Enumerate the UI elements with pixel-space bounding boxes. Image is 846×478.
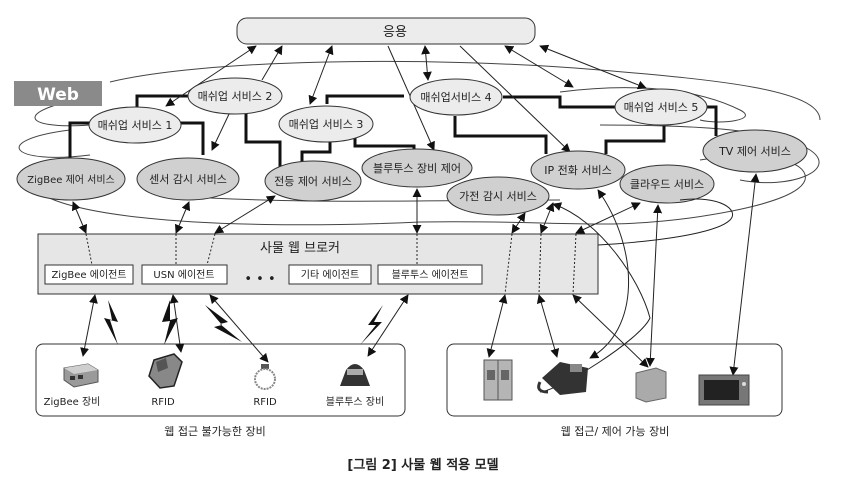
agent-other-label: 기타 에이전트 [301, 269, 359, 281]
broker-label: 사물 웹 브로커 [260, 241, 340, 256]
zigbee-device-label: ZigBee 장비 [44, 396, 101, 408]
mashup-service-3[interactable]: 매쉬업 서비스 3 [278, 105, 374, 143]
rfid-reader-icon [148, 353, 183, 389]
mashup-4-label: 매쉬업서비스 4 [420, 91, 491, 104]
service-ip-label: IP 전화 서비스 [544, 164, 611, 177]
bluetooth-device-icon [340, 364, 370, 386]
rfid-label-1: RFID [151, 397, 175, 408]
bluetooth-device-label: 블루투스 장비 [326, 396, 384, 408]
services: ZigBee 제어 서비스 센서 감시 서비스 전등 제어 서비스 블루투스 장… [16, 129, 808, 216]
broker-dotted-links [85, 233, 577, 295]
light-bulb-icon [254, 364, 276, 390]
figure-caption: [그림 2] 사물 웹 적용 모델 [347, 457, 498, 473]
mashup-3-label: 매쉬업 서비스 3 [289, 118, 364, 131]
agent-bluetooth[interactable]: 블루투스 에이전트 [377, 264, 483, 285]
mashup-service-5[interactable]: 매쉬업 서비스 5 [614, 88, 708, 126]
service-zigbee-control[interactable]: ZigBee 제어 서비스 [16, 157, 126, 201]
mashup-services: 매쉬업 서비스 1 매쉬업 서비스 2 매쉬업 서비스 3 매쉬업서비스 4 매… [88, 77, 708, 144]
application-box [236, 17, 536, 45]
rfid-label-2: RFID [253, 397, 277, 408]
service-appliance-label: 가전 감시 서비스 [459, 190, 537, 203]
agent-zigbee-label: ZigBee 에이전트 [51, 269, 126, 281]
service-bluetooth-label: 블루투스 장비 제어 [373, 162, 461, 175]
refrigerator-device[interactable] [483, 359, 513, 401]
agent-zigbee[interactable]: ZigBee 에이전트 [44, 264, 134, 285]
bluetooth-device[interactable]: 블루투스 장비 [326, 364, 384, 408]
service-cloud-label: 클라우드 서비스 [630, 178, 704, 191]
rfid-reader-device[interactable]: RFID [148, 353, 183, 408]
mashup-service-2[interactable]: 매쉬업 서비스 2 [187, 77, 283, 115]
mashup-service-1[interactable]: 매쉬업 서비스 1 [88, 106, 182, 144]
right-devices [483, 359, 750, 406]
refrigerator-icon [483, 359, 513, 401]
zigbee-device-icon [63, 363, 99, 388]
broker-device-arrows-right [486, 173, 760, 376]
service-light-label: 전등 제어 서비스 [274, 175, 352, 188]
mashup-2-label: 매쉬업 서비스 2 [198, 90, 273, 103]
web-label-box [14, 81, 102, 106]
agents-ellipsis: • • • [244, 272, 275, 287]
service-sensor-monitor[interactable]: 센서 감시 서비스 [136, 157, 240, 201]
service-ip-phone[interactable]: IP 전화 서비스 [530, 150, 626, 190]
mashup-1-label: 매쉬업 서비스 1 [98, 119, 173, 132]
service-cloud[interactable]: 클라우드 서비스 [619, 164, 715, 204]
ip-phone-device[interactable] [537, 362, 588, 395]
mashup-5-label: 매쉬업 서비스 5 [624, 101, 699, 114]
rfid-light-device[interactable]: RFID [253, 364, 277, 408]
service-zigbee-label: ZigBee 제어 서비스 [27, 174, 115, 186]
ip-phone-icon [537, 362, 588, 395]
wireless-icons [104, 300, 383, 345]
wireless-bolt-icon [104, 300, 118, 345]
agent-bluetooth-label: 블루투스 에이전트 [392, 269, 469, 281]
wireless-bolt-icon [205, 305, 242, 342]
server-device[interactable] [635, 367, 667, 403]
agents: ZigBee 에이전트 USN 에이전트 • • • 기타 에이전트 블루투스 … [44, 264, 483, 287]
server-icon [635, 367, 667, 403]
tv-panel-icon [698, 374, 750, 406]
tv-panel-device[interactable] [698, 374, 750, 406]
service-sensor-label: 센서 감시 서비스 [149, 173, 227, 186]
application-label: 응용 [383, 25, 407, 40]
web-label: Web [37, 85, 79, 105]
broker-device-arrows-left [80, 294, 409, 363]
service-bluetooth-control[interactable]: 블루투스 장비 제어 [361, 148, 473, 188]
service-appliance-monitor[interactable]: 가전 감시 서비스 [446, 176, 550, 216]
web-devices-label: 웹 접근/ 제어 가능 장비 [561, 425, 670, 438]
service-tv-control[interactable]: TV 제어 서비스 [702, 129, 808, 173]
mashup-service-4[interactable]: 매쉬업서비스 4 [409, 78, 503, 116]
service-light-control[interactable]: 전등 제어 서비스 [264, 160, 362, 202]
wireless-bolt-icon [360, 305, 383, 345]
agent-usn-label: USN 에이전트 [153, 269, 214, 281]
zigbee-device[interactable]: ZigBee 장비 [44, 363, 101, 408]
non-web-devices-label: 웹 접근 불가능한 장비 [164, 425, 266, 438]
service-tv-label: TV 제어 서비스 [718, 145, 791, 158]
agent-usn[interactable]: USN 에이전트 [141, 264, 228, 285]
agent-other[interactable]: 기타 에이전트 [288, 264, 372, 285]
wireless-bolt-icon [162, 300, 178, 345]
left-devices: ZigBee 장비 RFID RFID 블루투스 장비 [44, 353, 384, 408]
